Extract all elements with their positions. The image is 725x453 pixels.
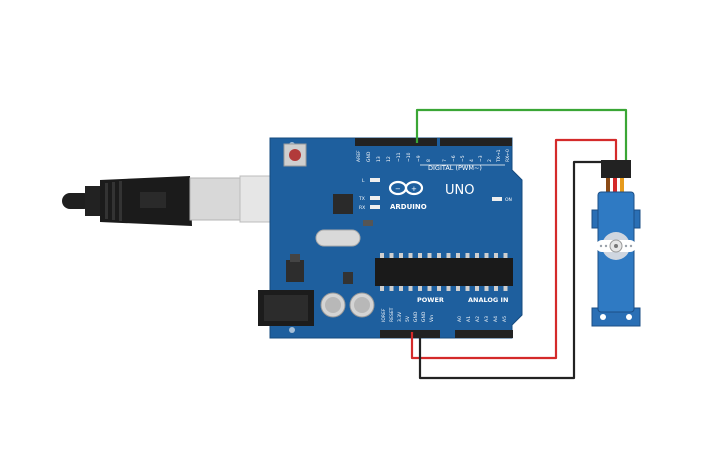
power-pin-label: RESET: [389, 307, 395, 322]
digital-pin-label: 12: [386, 156, 392, 162]
wire-power[interactable]: [410, 138, 618, 360]
digital-pin-label: TX→1: [496, 149, 502, 163]
wire-signal[interactable]: [415, 108, 628, 163]
reset-button-icon[interactable]: [283, 143, 307, 167]
chip-pin: [408, 286, 413, 291]
power-pin-label: GND: [421, 311, 427, 322]
led-label-on: ON: [505, 197, 512, 203]
led-label-rx: RX: [359, 205, 365, 211]
power-pin-label: 3.3V: [397, 311, 403, 322]
power-pin-label: GND: [413, 311, 419, 322]
chip-pin: [456, 286, 460, 291]
chip-pin: [446, 253, 451, 258]
board-brand: ARDUINO: [390, 203, 427, 211]
chip-pin: [475, 253, 479, 258]
digital-pin-label: ~9: [416, 155, 422, 162]
chip-pin: [418, 253, 422, 258]
analog-pin-label: A0: [457, 316, 463, 322]
atmega-chip: [375, 253, 513, 291]
analog-pin-label: A2: [475, 316, 481, 322]
chip-pin: [465, 286, 470, 291]
power-pin-label: Vin: [429, 315, 435, 322]
digital-pin-label: 4: [469, 159, 475, 162]
analog-pin-label: A5: [502, 316, 508, 322]
digital-pin-label: RX←0: [505, 149, 511, 162]
chip-pin: [427, 286, 432, 291]
chip-pin: [437, 286, 441, 291]
chip-pin: [380, 253, 384, 258]
chip-pin: [399, 253, 403, 258]
digital-pin-label: 8: [426, 159, 432, 162]
digital-pin-label: 2: [487, 159, 493, 162]
digital-pin-label: 7: [442, 159, 448, 162]
chip-pin: [399, 286, 403, 291]
chip-pin: [380, 286, 384, 291]
digital-header-left[interactable]: [355, 138, 437, 146]
analog-pin-label: A4: [493, 316, 499, 322]
power-pin-label: 5V: [405, 315, 411, 322]
arduino-logo-icon: − +: [388, 180, 424, 196]
digital-pin-label: ~3: [478, 155, 484, 162]
servo-icon[interactable]: [591, 160, 641, 327]
chip-pin: [494, 253, 498, 258]
digital-pin-label: ~5: [460, 155, 466, 162]
chip-pin: [389, 286, 394, 291]
digital-pin-label: ~6: [451, 155, 457, 162]
power-header[interactable]: [380, 330, 440, 338]
crystal-oscillator: [315, 229, 361, 247]
chip-pin: [418, 286, 422, 291]
capacitors: [320, 292, 375, 318]
analog-pin-label: A3: [484, 316, 490, 322]
status-leds: L TX RX ON: [358, 178, 512, 211]
digital-pin-label: ~10: [406, 152, 412, 162]
digital-pin-label: GND: [366, 151, 372, 162]
digital-pin-label: ~11: [396, 152, 402, 162]
digital-pin-label: 13: [376, 156, 382, 162]
board-model: UNO: [445, 183, 474, 198]
chip-pin: [437, 253, 441, 258]
digital-header-title: DIGITAL (PWM~): [428, 164, 482, 172]
digital-header-right[interactable]: [440, 138, 512, 146]
chip-pin: [408, 253, 413, 258]
chip-pin: [484, 253, 489, 258]
svg-text:−: −: [395, 185, 401, 193]
analog-header-title: ANALOG IN: [468, 296, 508, 304]
chip-pin: [503, 253, 508, 258]
digital-pin-label: AREF: [356, 150, 362, 162]
led-label-l: L: [362, 178, 365, 184]
chip-pin: [389, 253, 394, 258]
chip-pin: [494, 286, 498, 291]
svg-text:+: +: [411, 185, 417, 193]
chip-pin: [475, 286, 479, 291]
power-pin-label: IOREF: [381, 308, 387, 322]
chip-pin: [446, 286, 451, 291]
led-label-tx: TX: [358, 196, 365, 202]
power-header-title: POWER: [417, 296, 444, 304]
analog-pin-label: A1: [466, 316, 472, 322]
chip-pin: [456, 253, 460, 258]
analog-header[interactable]: [455, 330, 513, 338]
chip-pin: [465, 253, 470, 258]
chip-pin: [503, 286, 508, 291]
chip-pin: [484, 286, 489, 291]
chip-pin: [427, 253, 432, 258]
